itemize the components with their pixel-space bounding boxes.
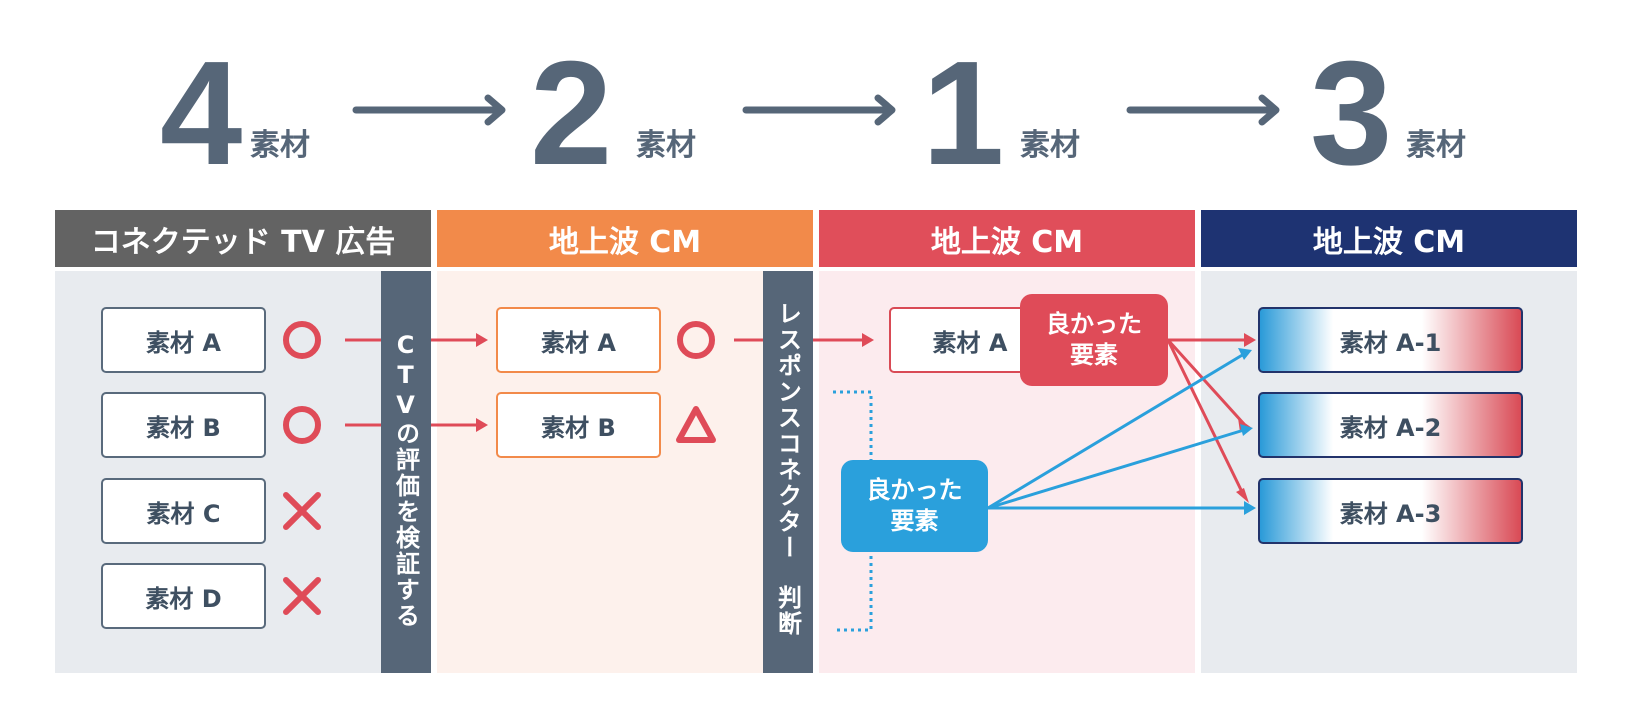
box-item-a-2: 素材 A-2 [1258,392,1523,458]
bubble-line: 良かった [1046,309,1142,338]
box-item-c: 素材 C [101,478,266,544]
box-item-a-3: 素材 A-3 [1258,478,1523,544]
cross-mark-icon [283,577,321,615]
column-header-tv-3: 地上波 CM [1201,210,1577,267]
bubble-line: 要素 [890,507,939,535]
step-number: 2 [530,31,613,196]
arrowhead [1240,424,1253,436]
arrowhead [476,333,488,347]
box-item-b: 素材 B [101,392,266,458]
good-elements-bubble-red: 良かった 要素 [1020,294,1168,386]
vertical-label: 判断 [773,585,802,637]
arrow-red-a3 [1166,339,1246,497]
bubble-line: 良かった [866,475,963,504]
step-2: 2 [530,40,612,188]
step-1: 1 [922,40,1004,188]
step-number: 3 [1310,31,1393,196]
arrowhead [1236,488,1249,503]
bubble-line: 要素 [1070,341,1118,369]
top-arrows [352,94,1280,126]
arrow-3-line [1126,94,1280,126]
vertical-label: レスポンスコネクター [773,301,802,561]
step-unit: 素材 [636,128,696,163]
response-connector-bar: レスポンスコネクター 判断 [763,271,813,673]
arrow-1-line [352,94,506,126]
top-arrow [352,94,1280,126]
step-number: 1 [922,31,1005,196]
step-unit: 素材 [250,128,310,163]
step-unit: 素材 [1020,128,1080,163]
dotted-bracket [833,390,873,632]
good-elements-bubble-blue: 良かった 要素 [841,460,988,552]
arrowhead [1238,348,1252,360]
arrow-blue-a2 [987,428,1245,510]
arrowhead [862,333,874,347]
circle-mark-icon [283,406,321,444]
arrow-red-a2 [1166,338,1246,426]
circle-mark-icon [283,321,321,359]
column-header-tv-1: 地上波 CM [437,210,813,267]
arrowhead [476,418,488,432]
arrowhead [1244,333,1256,347]
step-4: 4 [160,40,242,188]
box-item-d: 素材 D [101,563,266,629]
arrow-2-line [742,94,896,126]
column-header-tv-2: 地上波 CM [819,210,1195,267]
step-3: 3 [1310,40,1392,188]
box-item-b: 素材 B [496,392,661,458]
vertical-label: CTVの評価を検証する [391,331,420,629]
ctv-evaluation-bar: CTVの評価を検証する [381,271,431,673]
column-header-ctv: コネクテッド TV 広告 [55,210,431,267]
circle-mark-icon [677,321,715,359]
box-item-a: 素材 A [101,307,266,373]
step-unit: 素材 [1406,128,1466,163]
triangle-mark-icon [676,406,716,443]
arrowhead [1244,501,1256,515]
step-number: 4 [160,31,243,196]
box-item-a-1: 素材 A-1 [1258,307,1523,373]
cross-mark-icon [283,492,321,530]
arrow-blue-a1 [987,352,1245,510]
box-item-a: 素材 A [496,307,661,373]
